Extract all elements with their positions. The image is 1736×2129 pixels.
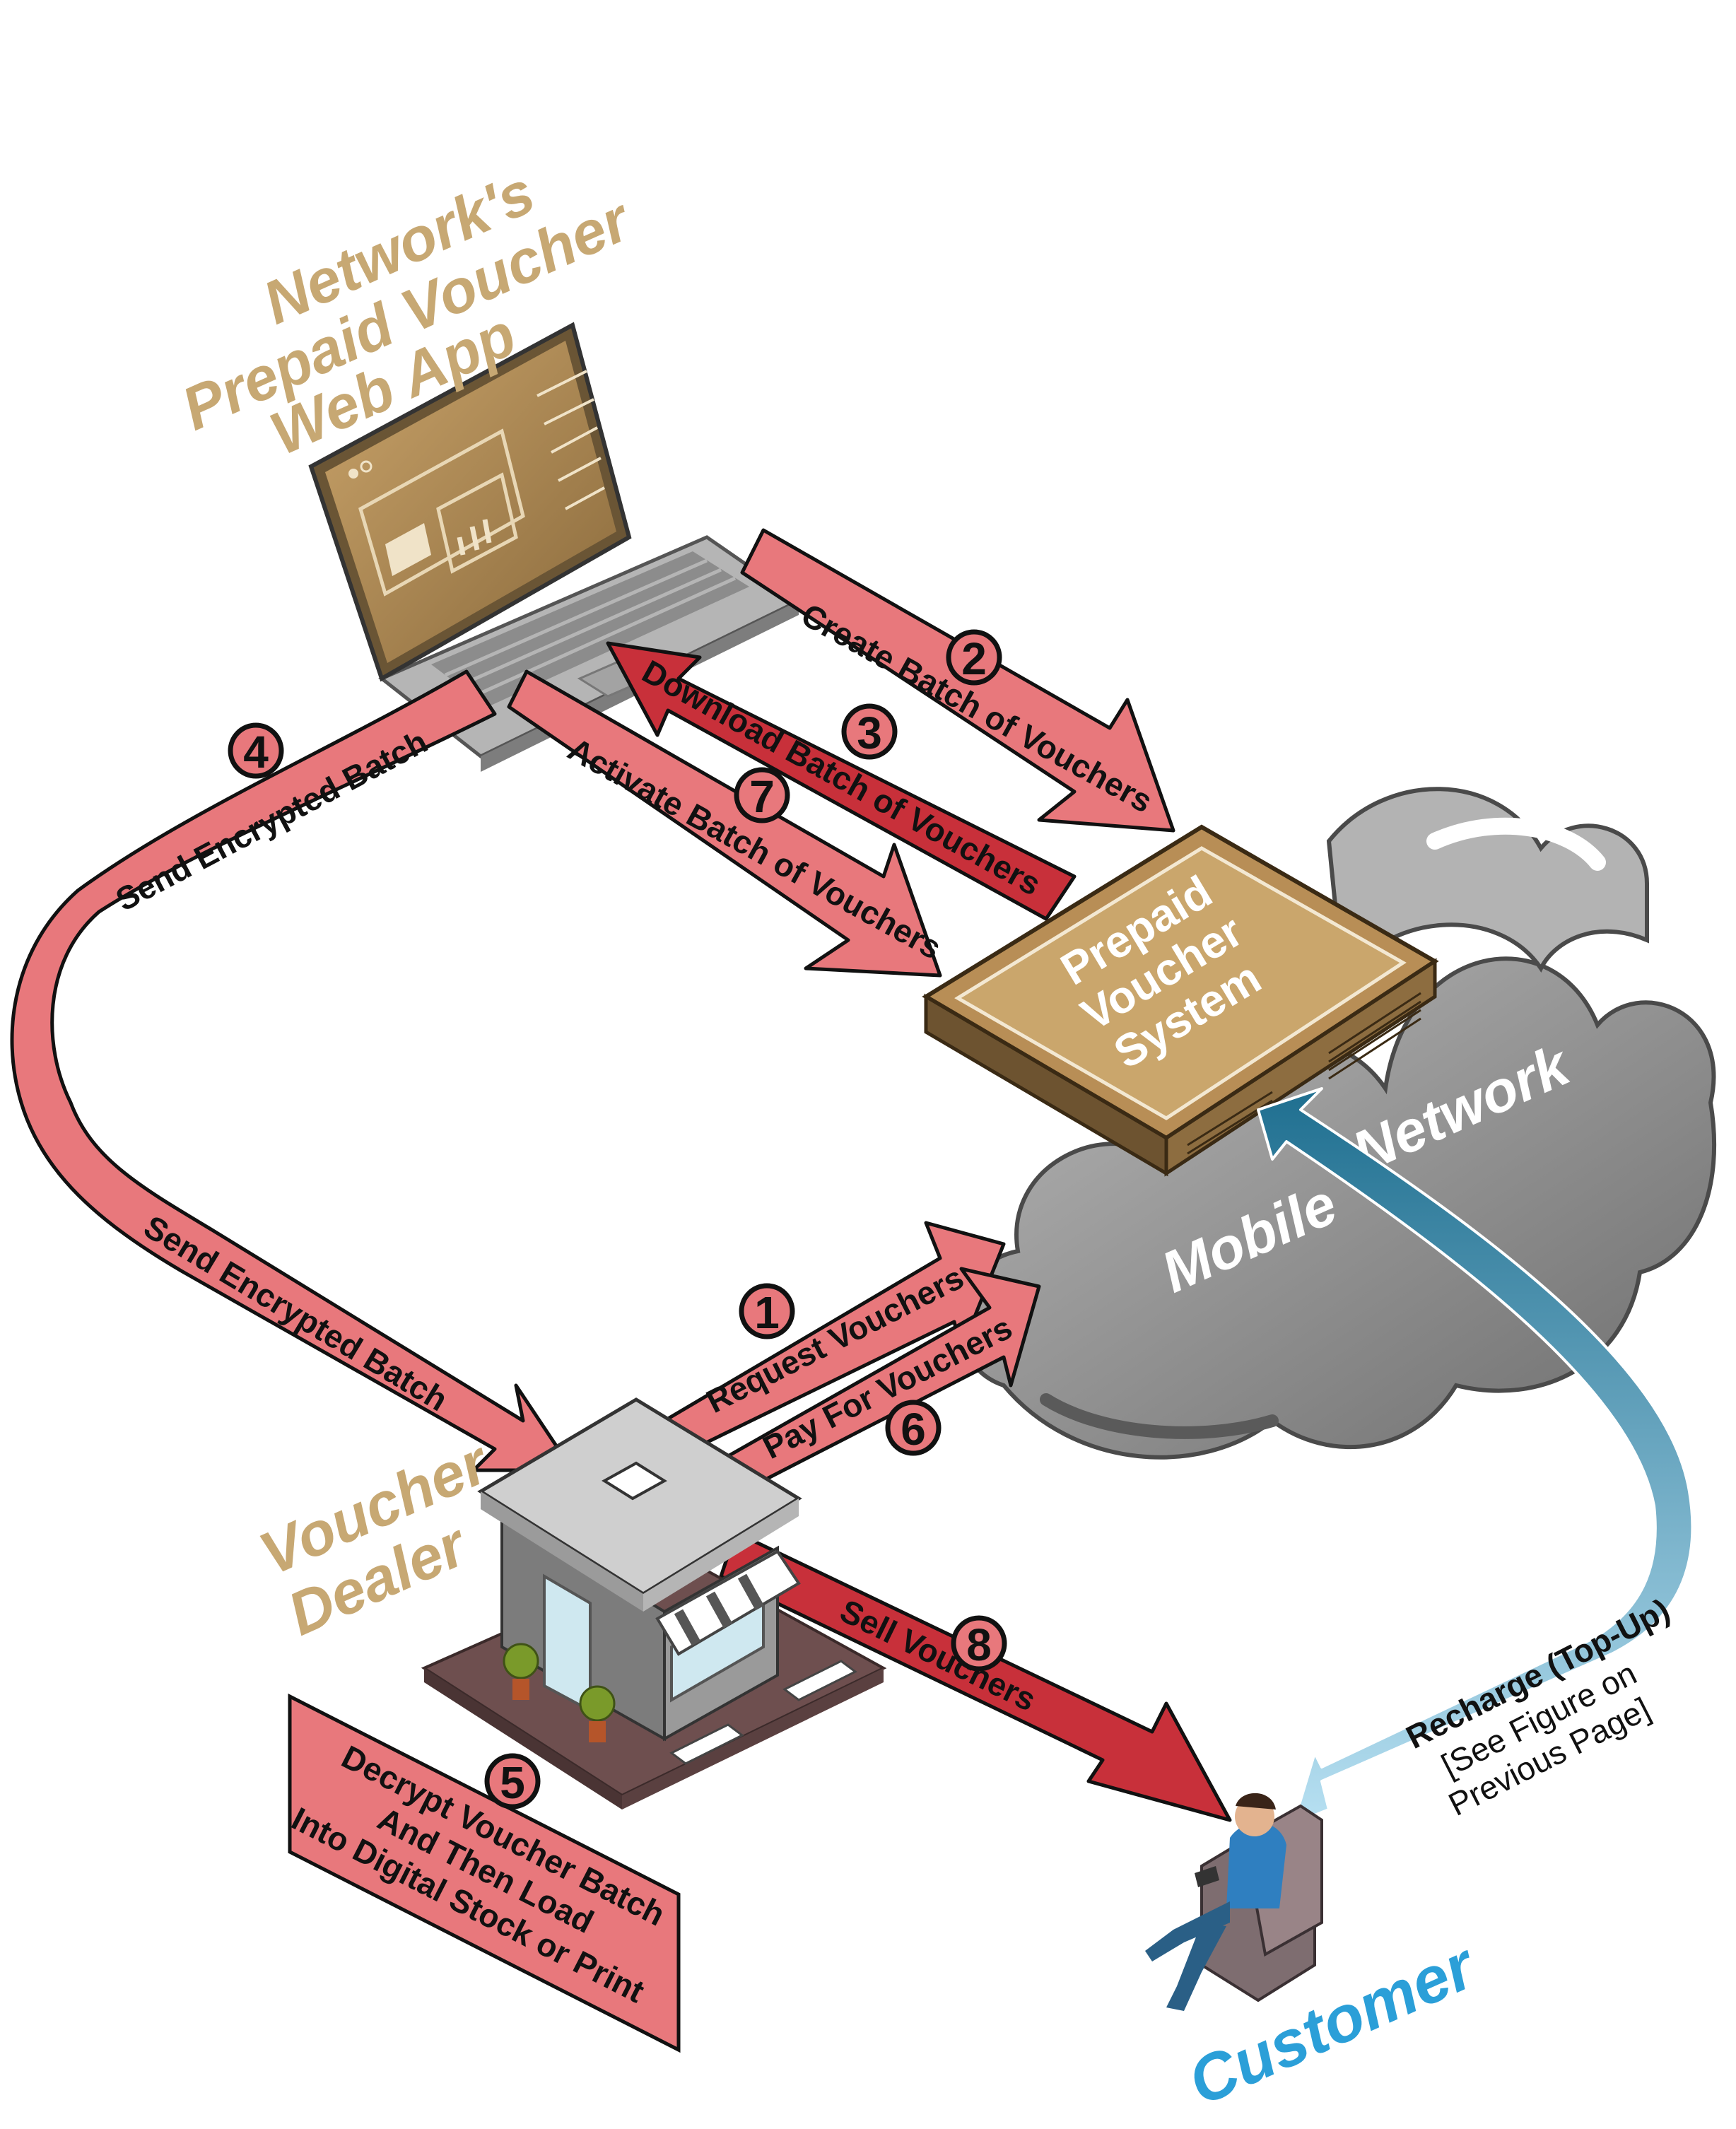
step5-box	[288, 1693, 681, 2053]
step-badge-5: 5	[484, 1753, 541, 1810]
step-badge-6: 6	[885, 1400, 942, 1456]
step4-label-lower: Send Encrypted Batch	[138, 1208, 454, 1418]
step-number-8: 8	[966, 1619, 992, 1670]
step-badge-3: 3	[841, 703, 898, 760]
step-badge-2: 2	[946, 629, 1002, 686]
step8-label: Sell Vouchers	[835, 1592, 1042, 1718]
step-badge-4: 4	[228, 722, 284, 779]
step-number-7: 7	[749, 771, 775, 822]
step-badge-7: 7	[734, 767, 790, 823]
step-number-4: 4	[243, 727, 269, 778]
arrow-download-batch	[606, 641, 1077, 921]
customer-icon	[1145, 1793, 1323, 2011]
step-number-1: 1	[754, 1287, 780, 1338]
arrow-pay-vouchers	[726, 1267, 1041, 1494]
server-icon	[922, 824, 1439, 1177]
step-number-6: 6	[901, 1404, 926, 1455]
cloud-icon	[958, 787, 1717, 1460]
arrow-send-encrypted-batch	[10, 669, 575, 1472]
arrow-recharge	[1257, 1087, 1694, 1825]
step7-label: Activate Batch of Vouchers	[562, 730, 947, 966]
arrow-create-batch	[740, 528, 1175, 833]
step-badge-1: 1	[739, 1283, 795, 1339]
arrow-activate-batch	[507, 669, 942, 978]
step-badge-8: 8	[951, 1615, 1007, 1672]
arrow-sell-vouchers	[705, 1525, 1232, 1822]
step-number-3: 3	[857, 708, 882, 758]
step-number-2: 2	[961, 633, 987, 684]
shop-icon	[421, 1397, 887, 1810]
step-number-5: 5	[500, 1757, 525, 1808]
